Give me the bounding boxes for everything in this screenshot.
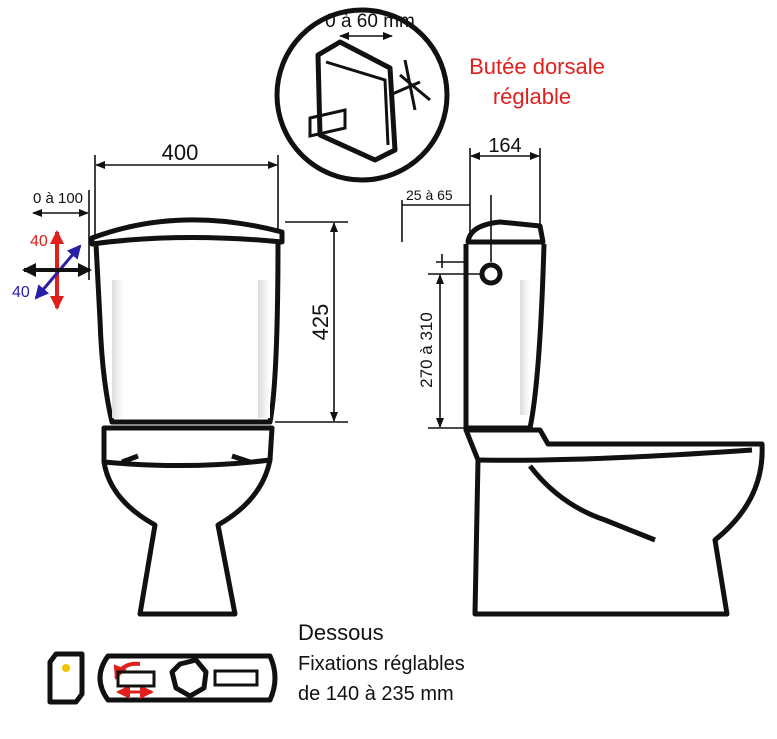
seat-hinge xyxy=(231,453,251,465)
front-view: 400 425 0 à 100 40 40 xyxy=(12,140,348,617)
tank-body xyxy=(93,239,281,425)
side-tank-lid xyxy=(465,219,546,245)
vertical-adjust-label: 40 xyxy=(30,233,48,250)
backstop-range-label: 0 à 60 mm xyxy=(325,11,415,32)
tank-highlight xyxy=(258,280,270,418)
underside-base xyxy=(97,653,278,703)
backstop-title-line2: réglable xyxy=(493,84,571,109)
bracket-icon xyxy=(47,651,85,705)
height-label: 425 xyxy=(308,304,333,341)
depth-label: 164 xyxy=(488,135,521,157)
underside-line2: de 140 à 235 mm xyxy=(298,683,454,705)
side-bowl-rim xyxy=(477,447,753,463)
backstop-title-line1: Butée dorsale xyxy=(469,54,605,79)
bowl-pedestal xyxy=(101,459,273,617)
backstop-screw xyxy=(308,108,347,138)
inlet-valve xyxy=(479,262,503,286)
inlet-marker xyxy=(436,254,466,268)
backstop-bracket xyxy=(389,59,431,111)
underside-title: Dessous xyxy=(298,620,384,645)
underside-detail: Dessous Fixations réglables de 140 à 235… xyxy=(47,620,465,705)
diagonal-adjust-label: 40 xyxy=(12,284,30,301)
side-bowl xyxy=(463,427,765,617)
inset-circle xyxy=(274,7,450,183)
tank-highlight xyxy=(112,280,124,418)
width-label: 400 xyxy=(162,140,199,165)
rear-slot xyxy=(213,669,259,687)
seat-hinge xyxy=(121,453,139,465)
side-tank-highlight xyxy=(520,280,530,415)
inlet-height-label: 270 à 310 xyxy=(417,312,436,388)
side-view: 164 25 à 65 270 à 310 xyxy=(401,135,765,617)
backstop-inset: 0 à 60 mm Butée dorsale réglable xyxy=(274,7,605,183)
outlet-hexagon xyxy=(169,657,209,699)
side-offset-label: 0 à 100 xyxy=(33,190,83,207)
underside-line1: Fixations réglables xyxy=(298,653,465,675)
pipe-offset-label: 25 à 65 xyxy=(406,187,453,203)
backstop-plate-edge xyxy=(325,60,390,146)
side-trapway xyxy=(528,464,656,543)
yellow-indicator xyxy=(62,664,70,672)
side-tank-body xyxy=(463,243,547,431)
fixing-slot xyxy=(116,670,156,688)
tank-lid xyxy=(89,217,285,247)
backstop-plate xyxy=(315,39,398,163)
